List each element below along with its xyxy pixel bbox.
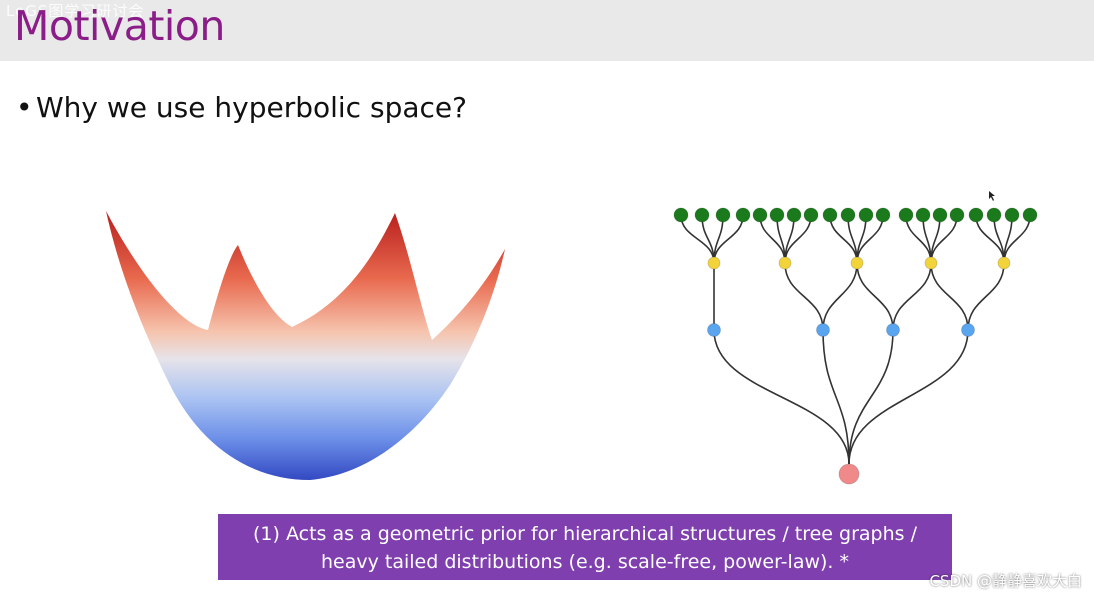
tree-edge	[822, 262, 858, 331]
leaf-node	[715, 207, 731, 223]
surface-shape	[106, 211, 505, 480]
leaf-node	[986, 207, 1002, 223]
leaf-node	[932, 207, 948, 223]
bullet-icon: •	[16, 91, 33, 124]
title-bar: LoGS图学习研讨会 Motivation	[0, 0, 1094, 61]
level1-node	[816, 323, 830, 337]
leaf-node	[752, 207, 768, 223]
level2-node	[850, 256, 864, 270]
leaf-node	[694, 207, 710, 223]
leaf-node	[1022, 207, 1038, 223]
leaf-node	[673, 207, 689, 223]
mouse-cursor-icon	[989, 191, 995, 201]
level2-node	[778, 256, 792, 270]
leaf-node	[915, 207, 931, 223]
leaf-node	[898, 207, 914, 223]
leaf-node	[858, 207, 874, 223]
level1-node	[961, 323, 975, 337]
level2-node	[924, 256, 938, 270]
tree-edge	[822, 329, 850, 465]
leaf-node	[769, 207, 785, 223]
csdn-watermark: CSDN @静静喜欢大白	[929, 572, 1082, 590]
tree-edge	[930, 262, 969, 331]
hyperbolic-surface-illustration	[106, 211, 505, 480]
caption-line-2: heavy tailed distributions (e.g. scale-f…	[320, 551, 849, 573]
tree-graph-illustration	[673, 207, 1038, 485]
bullet-point: •Why we use hyperbolic space?	[16, 91, 467, 124]
caption-line-1: (1) Acts as a geometric prior for hierar…	[253, 523, 917, 545]
leaf-node	[786, 207, 802, 223]
leaf-node	[968, 207, 984, 223]
tree-edge	[848, 329, 969, 465]
caption-box: (1) Acts as a geometric prior for hierar…	[218, 514, 952, 580]
tree-edge	[848, 329, 894, 465]
bullet-text: Why we use hyperbolic space?	[36, 91, 467, 124]
leaf-node	[735, 207, 751, 223]
level2-node	[997, 256, 1011, 270]
leaf-node	[875, 207, 891, 223]
leaf-node	[840, 207, 856, 223]
overlay-watermark-text: LoGS图学习研讨会	[6, 2, 145, 20]
tree-edge	[856, 262, 894, 331]
leaf-node	[822, 207, 838, 223]
tree-edge	[892, 262, 932, 331]
level1-node	[886, 323, 900, 337]
slide-title: Motivation	[14, 2, 225, 50]
tree-edge	[784, 262, 824, 331]
root-node	[838, 463, 860, 485]
level1-node	[707, 323, 721, 337]
tree-edge	[680, 214, 715, 264]
level2-node	[707, 256, 721, 270]
leaf-node	[803, 207, 819, 223]
leaf-node	[949, 207, 965, 223]
tree-edge	[713, 329, 850, 465]
leaf-node	[1004, 207, 1020, 223]
tree-edge	[967, 262, 1005, 331]
